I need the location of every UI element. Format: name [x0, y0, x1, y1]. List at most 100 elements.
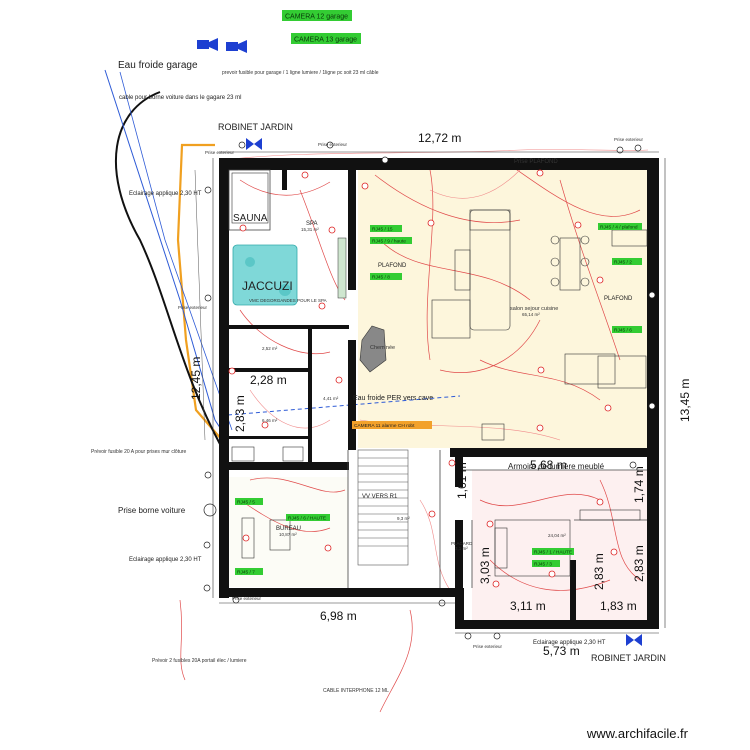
- camera-icon: [226, 40, 247, 53]
- walls: [219, 158, 659, 629]
- prise-exterieur-label: Prise exterieur: [318, 142, 348, 147]
- partitions: [228, 169, 647, 588]
- rj45-tag: RJ45 / 8: [370, 273, 402, 281]
- rj45-tag: RJ45 / 3: [532, 560, 560, 568]
- eclairage-bottom-label: Eclairage applique 2,30 HT: [533, 640, 606, 646]
- interior-wiring: [239, 164, 641, 591]
- dim-bottom-right: 5,73 m: [543, 644, 580, 658]
- vmc-note: VMC DEGORGANDES POUR LE SPA: [249, 298, 327, 303]
- svg-text:RJ45 / 2: RJ45 / 2: [614, 260, 632, 266]
- salon-label: salon sejour cuisine: [510, 306, 558, 312]
- placard-area: 3,1 m²: [455, 546, 468, 551]
- plafond2-label: PLAFOND: [604, 296, 633, 302]
- dim-311: 3,11 m: [510, 599, 546, 613]
- rj45-tag: RJ45 / 7: [235, 568, 263, 576]
- svg-text:RJ45 / 15: RJ45 / 15: [372, 227, 393, 233]
- orange-wire: [176, 143, 223, 441]
- robinet-jardin-top-label: ROBINET JARDIN: [218, 122, 293, 132]
- bureau-area: 10,87 m²: [279, 532, 297, 537]
- dim-283-left: 2,83 m: [233, 395, 247, 432]
- placard-label: PLACARD: [451, 541, 473, 546]
- vv-vers-r1-label: VV VERS R1: [362, 494, 398, 500]
- sauna-box: [231, 172, 269, 224]
- salon-furniture: [359, 209, 648, 441]
- jacuzzi-jet: [279, 284, 291, 296]
- eau-froide-garage-label: Eau froide garage: [118, 60, 198, 71]
- jacuzzi-jet: [245, 257, 255, 267]
- dim-right: 13,45 m: [678, 379, 692, 422]
- area-4-41: 4,41 m²: [323, 396, 339, 401]
- robinet-jardin-bottom-label: ROBINET JARDIN: [591, 653, 666, 663]
- prise-exterieur-label: Prise exterieur: [473, 644, 503, 649]
- chambre-area: 24,04 m²: [548, 533, 566, 538]
- dim-303: 3,03 m: [478, 547, 492, 584]
- dim-left: 12,45 m: [189, 357, 203, 400]
- blue-dashed-line: [227, 395, 461, 416]
- watermark: www.archifacile.fr: [586, 726, 688, 741]
- prevoir-2-fusibles-label: Prévoir 2 fusibles 20A portail élec / lu…: [152, 658, 247, 664]
- sauna-label: SAUNA: [233, 213, 268, 224]
- rj45-tag: RJ45 / 5: [235, 498, 263, 506]
- bureau-label: BUREAU: [276, 526, 301, 532]
- prise-exterieur-label: Prise exterieur: [232, 596, 262, 601]
- area-6-46: 6,46 m²: [262, 418, 278, 423]
- area-9-3: 9,3 m²: [397, 516, 410, 521]
- camera13-tag: CAMERA 13 garage: [291, 33, 361, 44]
- svg-text:RJ45 / 6 / HAUTE: RJ45 / 6 / HAUTE: [288, 516, 326, 522]
- svg-text:RJ45 / 9 / haute: RJ45 / 9 / haute: [372, 239, 406, 245]
- black-wire-3: [194, 169, 206, 441]
- eclairage-top-label: Eclairage applique 2,30 HT: [129, 191, 202, 197]
- armoire-label: Armoire de lumière meublé: [508, 462, 605, 471]
- svg-text:RJ45 / 7: RJ45 / 7: [237, 570, 255, 576]
- blue-wire: [104, 69, 229, 441]
- staircase: [357, 449, 409, 566]
- prevoir-20a-label: Prévoir fusible 20 A pour prises mur clô…: [91, 449, 187, 455]
- black-wire: [114, 91, 223, 449]
- svg-text:RJ45 / 8: RJ45 / 8: [372, 275, 390, 281]
- rj45-tag: RJ45 / 6: [612, 326, 642, 334]
- salon-area: 65,14 m²: [522, 312, 540, 317]
- cable-interphone-label: CABLE INTERPHONE 12 ML: [323, 688, 389, 694]
- dim-174: 1,74 m: [632, 466, 646, 503]
- dim-bottom: 6,98 m: [320, 609, 357, 623]
- dim-228: 2,28 m: [250, 373, 287, 387]
- camera12-tag: CAMERA 12 garage: [282, 10, 352, 21]
- prise-exterieur-label: Prise exterieur: [614, 137, 644, 142]
- dim-283-far: 2,83 m: [632, 545, 646, 582]
- dim-183: 1,83 m: [600, 599, 637, 613]
- jaccuzi-label: JACCUZI: [242, 279, 293, 293]
- svg-text:RJ45 / 1 / HAUTE: RJ45 / 1 / HAUTE: [534, 550, 572, 556]
- prise-plafond-label: Prise PLAFOND: [514, 159, 558, 165]
- camera11-tag: CAMERA 11 alarme CH robt: [352, 421, 432, 429]
- spa-area: 15,31 m²: [301, 227, 319, 232]
- dimension-lines: [212, 151, 666, 634]
- dim-161: 1,61 m: [455, 462, 469, 499]
- camera-icon: [197, 38, 218, 51]
- dim-283-right: 2,83 m: [592, 553, 606, 590]
- eclairage-mid-label: Eclairage applique 2,30 HT: [129, 557, 202, 563]
- eau-froide-per-label: Eau froide PER vers cave: [353, 395, 433, 402]
- svg-text:CAMERA 11 alarme CH robt: CAMERA 11 alarme CH robt: [354, 423, 415, 429]
- area-2-52: 2,52 m²: [262, 346, 278, 351]
- svg-text:RJ45 / 6: RJ45 / 6: [614, 328, 632, 334]
- prise-exterieur-label: Prise exterieur: [178, 305, 208, 310]
- blue-wire-2: [119, 71, 233, 431]
- plafond1-label: PLAFOND: [378, 263, 407, 269]
- red-wire-ext-bottom: [379, 609, 413, 713]
- cheminee-label: Cheminée: [370, 345, 395, 351]
- prise-borne-label: Prise borne voiture: [118, 506, 186, 515]
- faucet-icon: [246, 138, 262, 150]
- rj45-tag: RJ45 / 6 / HAUTE: [286, 514, 330, 522]
- dim-mid: 5,68 m: [530, 458, 567, 472]
- svg-text:CAMERA 13 garage: CAMERA 13 garage: [294, 37, 357, 44]
- electrical-symbols: [203, 141, 656, 640]
- rj45-tag: RJ45 / 2: [612, 258, 642, 266]
- svg-text:RJ45 / 3: RJ45 / 3: [534, 562, 552, 568]
- red-wire-ext-left: [179, 599, 186, 681]
- svg-text:RJ45 / 5: RJ45 / 5: [237, 500, 255, 506]
- bedroom-floor: [472, 470, 652, 620]
- svg-text:RJ45 / 4 / plafond: RJ45 / 4 / plafond: [600, 225, 638, 231]
- pink-wire-top: [224, 149, 649, 161]
- salon-floor: [358, 170, 652, 448]
